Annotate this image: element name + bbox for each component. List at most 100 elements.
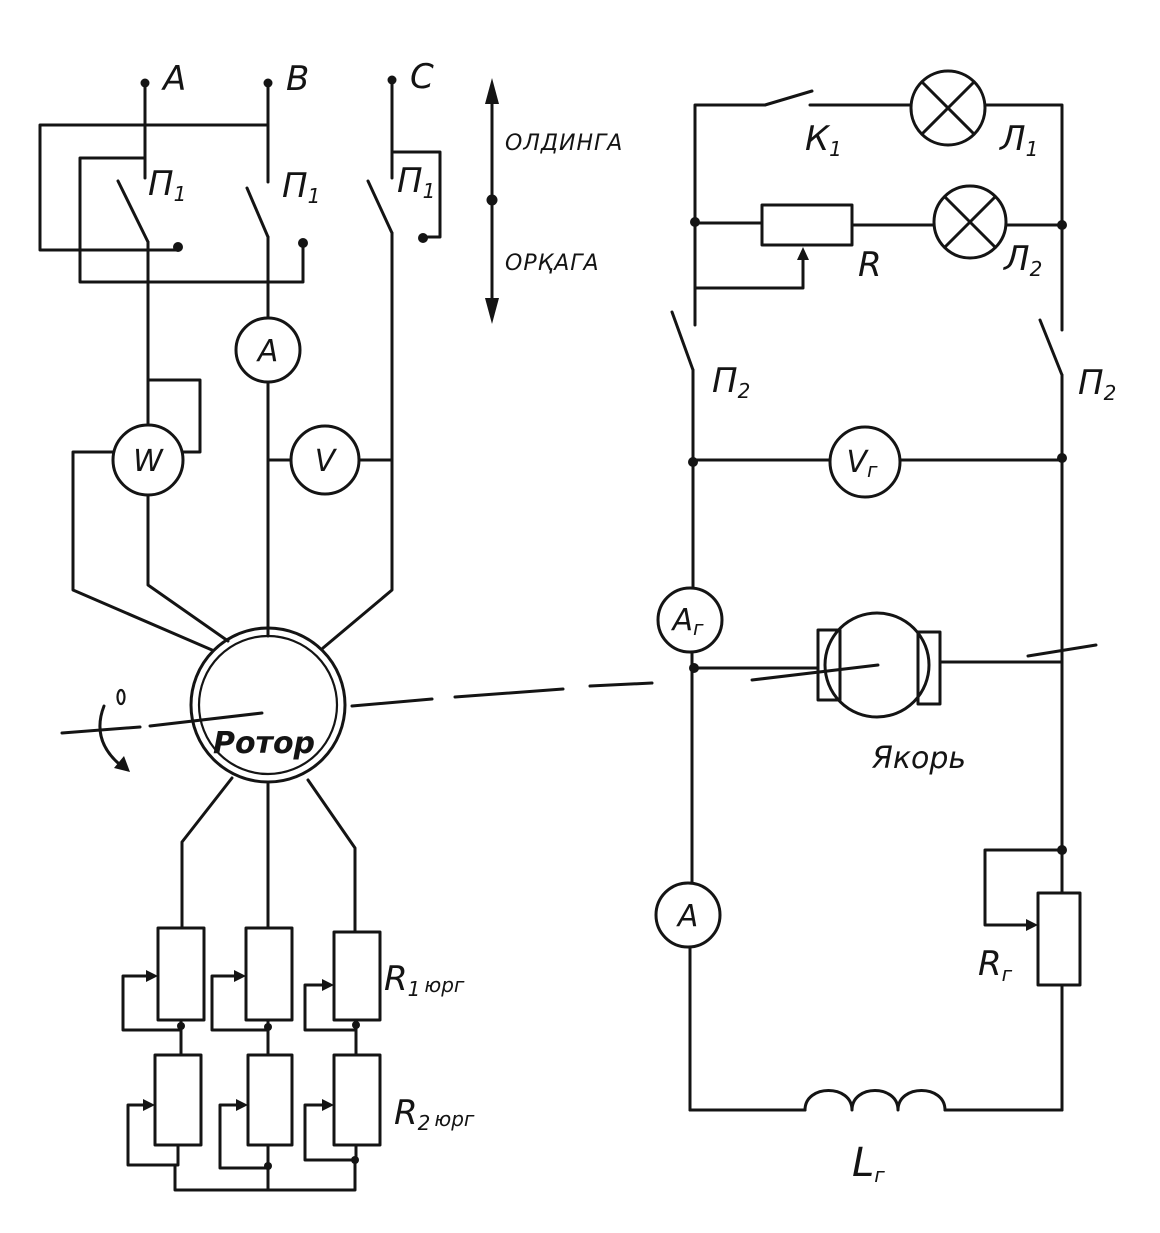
wattmeter-circle <box>111 423 185 497</box>
label-main: К <box>805 119 831 159</box>
junction-dot <box>264 1162 272 1170</box>
wire <box>983 103 1064 332</box>
lamp-l1: Л1 <box>909 69 1038 161</box>
voltmeter-g-label: Vг <box>846 445 878 482</box>
slider-arrow-icon <box>1026 919 1038 931</box>
label-main: П <box>1078 363 1104 403</box>
slider-wire <box>126 1103 180 1167</box>
brush-left <box>816 628 842 702</box>
terminal-label: A <box>161 59 186 99</box>
label-main: A <box>670 603 693 638</box>
lamp-l2-branch <box>690 217 1067 230</box>
switch-p2-left: П2 <box>670 310 750 403</box>
label-suffix: юрг <box>434 1107 475 1131</box>
wire <box>146 493 230 643</box>
rotor-label: Ротор <box>213 726 315 761</box>
slider-arrow-icon <box>236 1099 248 1111</box>
switch-k1-blade <box>763 89 814 107</box>
label-sub: г <box>867 458 878 482</box>
slider-wire <box>693 256 805 290</box>
label-sub: г <box>1002 962 1013 986</box>
left-circuit: A B C П1 <box>38 57 622 1192</box>
resistor <box>153 1053 203 1147</box>
generator-armature: Якорь <box>689 611 1064 776</box>
switch-p2-right: П2 <box>1038 318 1116 405</box>
junction-dot <box>1057 845 1067 855</box>
resistor <box>244 926 294 1022</box>
switch-label-sub: 1 <box>308 184 321 208</box>
shaft-dashed-line <box>60 643 1098 735</box>
direction-backward-label: ОРҚАГА <box>505 251 600 276</box>
rotation-arrowhead <box>114 756 130 772</box>
contact-dot <box>298 238 308 248</box>
junction-dot <box>1057 220 1067 230</box>
ammeter-label: A <box>256 334 279 369</box>
slider-wire <box>303 1103 358 1162</box>
switch-label: П1 <box>282 166 320 208</box>
switch-label-main: П <box>148 164 174 204</box>
switch-label-sub: 1 <box>174 182 187 206</box>
ammeter-circle <box>654 881 722 949</box>
label-main: R <box>384 959 408 999</box>
switch-p1-c: П1 <box>366 161 435 235</box>
ammeter-circle <box>234 316 302 384</box>
switch-blade <box>245 186 270 239</box>
inductor-label: Lг <box>852 1140 885 1187</box>
label-suffix: юрг <box>424 973 465 997</box>
junction-dot <box>1057 453 1067 463</box>
junction-dot <box>690 217 700 227</box>
wattmeter: W <box>111 423 185 497</box>
resistor <box>156 926 206 1022</box>
wire-inner-loop <box>78 156 305 284</box>
wire <box>693 103 767 327</box>
label-main: L <box>852 1140 874 1186</box>
switch-blade <box>1038 318 1064 377</box>
junction-dot <box>688 457 698 467</box>
reversing-switch-wiring <box>38 78 442 284</box>
wire <box>146 378 202 454</box>
switch-label: П1 <box>148 164 186 206</box>
switch-label-main: П <box>397 161 423 201</box>
voltmeter: V <box>289 424 361 496</box>
brush-right <box>916 630 942 706</box>
wire-outer-loop <box>38 123 270 252</box>
slider-arrow-icon <box>322 979 334 991</box>
voltmeter-g: Vг <box>688 425 1067 499</box>
slider-wire <box>983 848 1064 927</box>
arrow-up-icon <box>485 78 499 104</box>
label-sub: 1 <box>829 137 842 161</box>
voltmeter-label: V <box>315 444 338 479</box>
wire <box>321 231 394 650</box>
label-sub: 1 <box>1026 137 1039 161</box>
rotor-leads <box>180 776 357 934</box>
voltmeter-circle <box>828 425 902 499</box>
terminal-label: B <box>286 59 309 99</box>
armature-circle <box>823 611 931 719</box>
switch-p1-b: П1 <box>245 166 320 239</box>
rheostat-body <box>760 203 854 247</box>
meter-wiring <box>71 231 394 652</box>
switch-k1-label: К1 <box>805 119 842 161</box>
lamp-l2: Л2 <box>932 184 1042 281</box>
label-main: V <box>846 445 869 480</box>
slider-arrow-icon <box>143 1099 155 1111</box>
wire <box>71 450 214 652</box>
lamp-l1-label: Л1 <box>998 119 1038 161</box>
lamp-circle <box>909 69 987 147</box>
terminal-b: B <box>263 59 309 99</box>
ammeter-label: A <box>676 899 699 934</box>
contact-dot <box>173 242 183 252</box>
rheostat-g: Rг <box>978 845 1082 987</box>
rotor: Ротор <box>189 626 347 784</box>
slider-wire <box>121 974 183 1032</box>
wire <box>180 776 234 930</box>
junction-dot <box>351 1156 359 1164</box>
rotation-arc <box>98 704 126 770</box>
wire <box>306 778 357 934</box>
switch-blade <box>670 310 695 372</box>
terminal-c: C <box>387 57 434 97</box>
ammeter-load: A <box>654 881 722 949</box>
